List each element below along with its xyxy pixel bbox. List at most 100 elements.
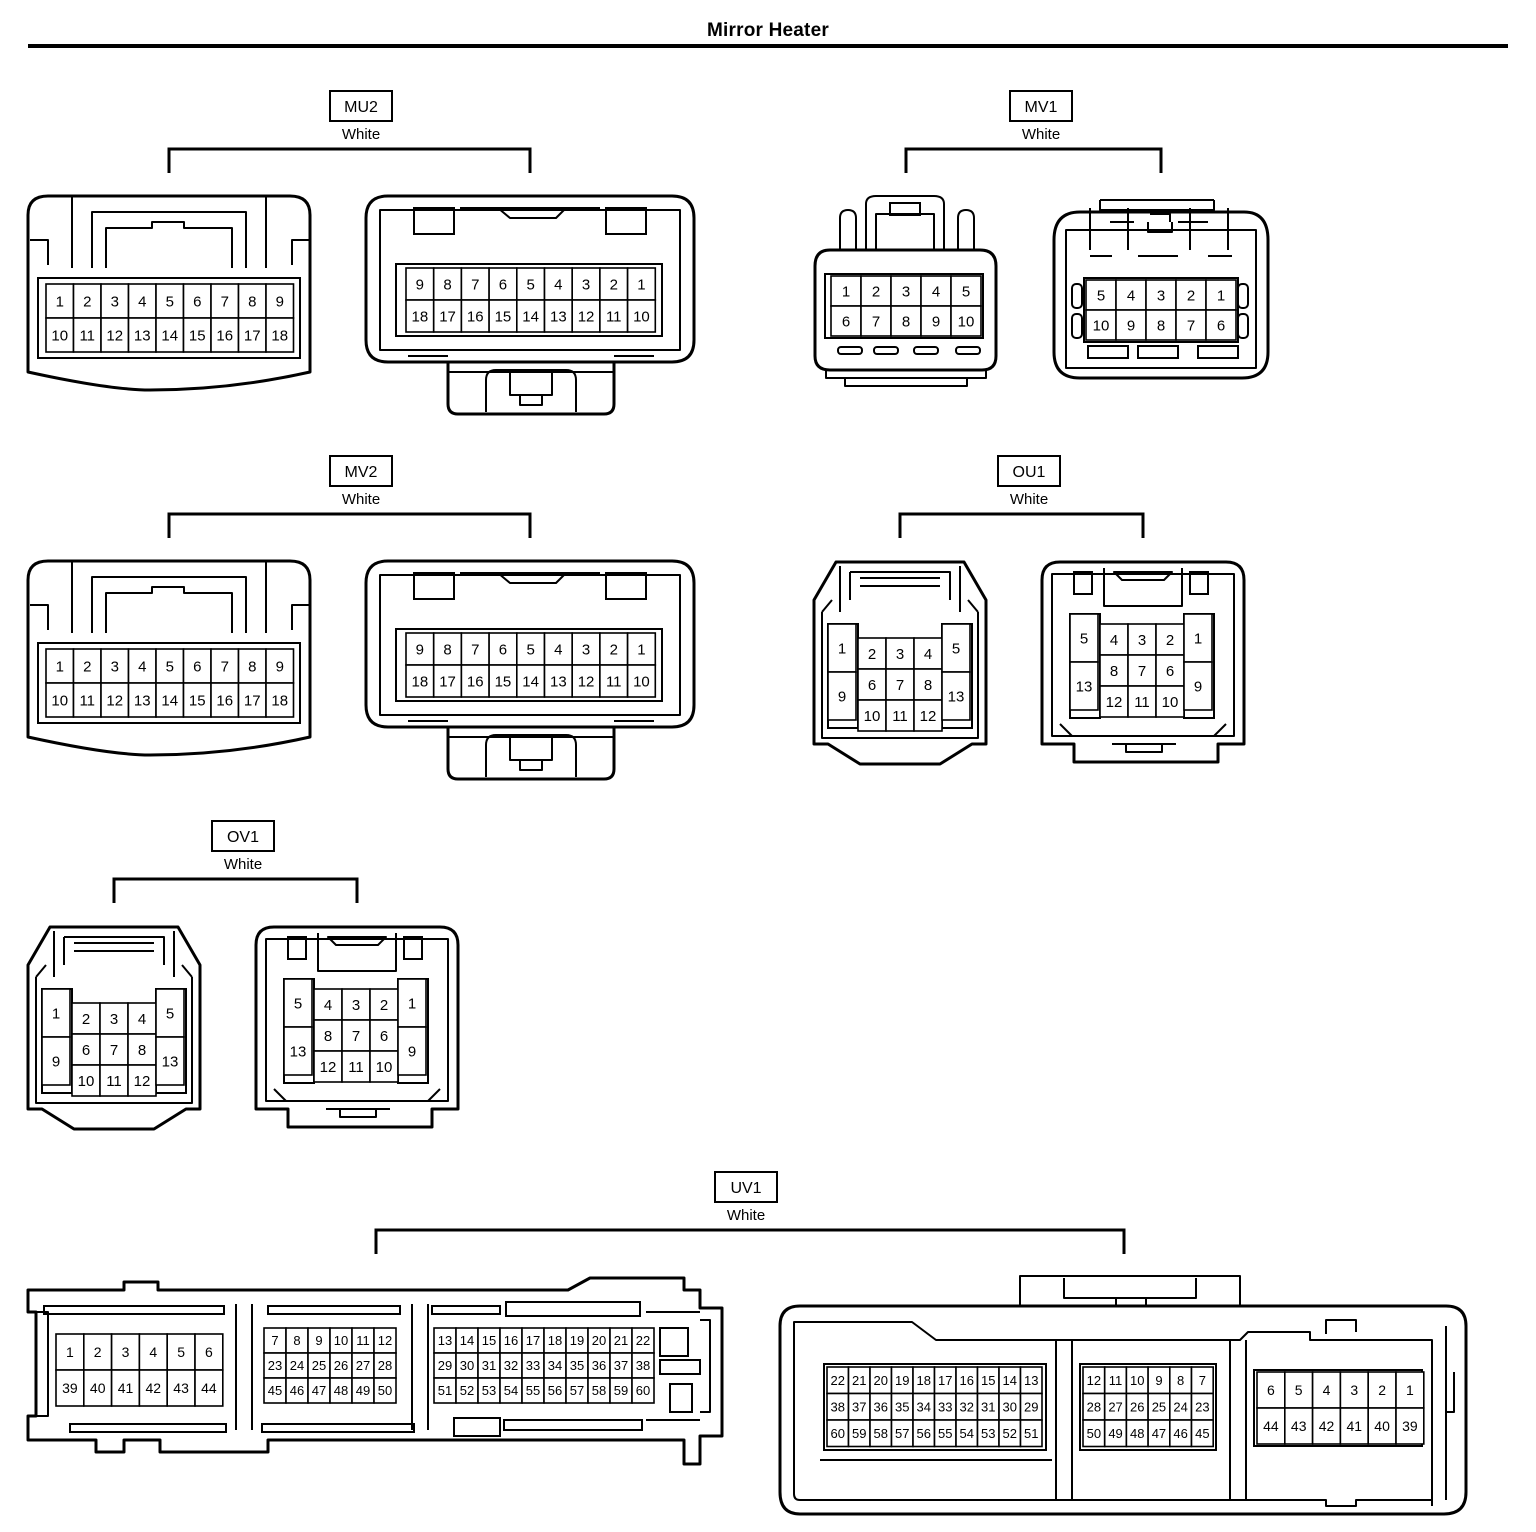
housing-outline	[26, 925, 202, 1131]
pin-number: 10	[864, 708, 881, 725]
housing-outline	[69, 1423, 227, 1433]
pin-number: 2	[872, 283, 880, 300]
pin-number: 50	[378, 1383, 392, 1398]
pin-number: 16	[216, 327, 233, 344]
pin-cell	[41, 1036, 71, 1086]
pin-number: 9	[315, 1333, 322, 1348]
pin-number: 14	[522, 308, 539, 325]
pin-cell	[1115, 309, 1147, 341]
pin-number: 7	[1199, 1373, 1206, 1388]
connector-id: UV1	[730, 1180, 761, 1197]
pin-cell	[1183, 661, 1213, 711]
pin-cell	[1155, 685, 1185, 718]
pin-cell	[155, 317, 185, 353]
pin-number: 10	[633, 308, 650, 325]
pin-number: 18	[271, 327, 288, 344]
pin-number: 5	[526, 276, 534, 293]
pin-cell	[369, 1050, 399, 1083]
pin-number: 21	[614, 1333, 628, 1348]
pin-number: 55	[938, 1426, 952, 1441]
housing-outline	[379, 209, 681, 351]
pin-number: 27	[1108, 1399, 1122, 1414]
pin-number: 50	[1087, 1426, 1101, 1441]
housing-outline	[1079, 1363, 1217, 1451]
latch-slot	[1071, 313, 1083, 339]
pin-number: 10	[958, 313, 975, 330]
pin-number: 14	[522, 673, 539, 690]
pin-cell	[432, 267, 463, 301]
pin-number: 5	[1080, 630, 1088, 647]
pin-number: 16	[216, 692, 233, 709]
pin-number: 48	[334, 1383, 348, 1398]
housing-outline	[413, 572, 455, 600]
pin-cell	[127, 283, 157, 319]
pin-number: 4	[324, 997, 332, 1014]
pin-number: 12	[1087, 1373, 1101, 1388]
pin-number: 12	[578, 308, 595, 325]
housing-outline	[413, 207, 455, 235]
pin-cell	[571, 664, 601, 698]
pin-cell	[127, 1033, 157, 1066]
pin-number: 4	[1110, 632, 1118, 649]
pin-number: 17	[938, 1373, 952, 1388]
pin-number: 38	[831, 1399, 845, 1414]
pin-cell	[1395, 1371, 1425, 1409]
pin-cell	[626, 664, 657, 698]
pin-cell	[913, 699, 943, 732]
housing-outline	[71, 196, 267, 268]
pin-number: 52	[1003, 1426, 1017, 1441]
pin-cell	[99, 1064, 129, 1097]
pin-cell	[397, 978, 427, 1028]
pin-cell	[1339, 1407, 1370, 1445]
pin-number: 35	[570, 1358, 584, 1373]
pin-number: 46	[1173, 1426, 1187, 1441]
pin-number: 11	[1109, 1373, 1123, 1388]
pin-number: 2	[83, 658, 91, 675]
housing-outline	[509, 735, 553, 771]
pin-number: 1	[56, 658, 64, 675]
housing-outline	[43, 1305, 225, 1315]
pin-number: 7	[471, 276, 479, 293]
pin-cell	[1069, 661, 1099, 711]
pin-cell	[950, 305, 982, 337]
pin-number: 2	[1166, 632, 1174, 649]
pin-number: 12	[106, 692, 123, 709]
pin-number: 19	[895, 1373, 909, 1388]
pin-number: 43	[1291, 1418, 1307, 1434]
housing-outline	[821, 612, 979, 739]
pin-cell	[45, 682, 75, 718]
latch-slot	[1087, 345, 1129, 359]
housing-outline	[403, 936, 423, 960]
pin-number: 7	[471, 641, 479, 658]
pin-number: 2	[868, 646, 876, 663]
pin-number: 9	[276, 293, 284, 310]
housing-outline	[1083, 277, 1239, 343]
housing-outline	[889, 202, 921, 216]
pin-number: 3	[111, 658, 119, 675]
pin-cell	[1284, 1407, 1314, 1445]
pin-number: 9	[416, 276, 424, 293]
pin-number: 52	[460, 1383, 474, 1398]
pin-number: 12	[320, 1059, 337, 1076]
pin-number: 7	[221, 293, 229, 310]
pin-cell	[1205, 309, 1237, 341]
housing-outline	[1089, 208, 1229, 250]
pin-number: 42	[1319, 1418, 1335, 1434]
housing-outline	[860, 577, 940, 587]
pin-number: 13	[134, 327, 151, 344]
pair-bracket	[898, 512, 1145, 538]
pin-number: 55	[526, 1383, 540, 1398]
housing-outline	[839, 209, 975, 250]
housing-outline	[825, 370, 987, 387]
pin-number: 41	[118, 1380, 134, 1396]
pin-number: 40	[1374, 1418, 1390, 1434]
pin-number: 8	[138, 1042, 146, 1059]
pin-number: 5	[962, 283, 970, 300]
pin-cell	[405, 632, 435, 666]
pin-cell	[194, 1369, 224, 1407]
connector-color: White	[727, 1207, 765, 1224]
pin-number: 15	[981, 1373, 995, 1388]
pin-number: 8	[902, 313, 910, 330]
pin-number: 9	[276, 658, 284, 675]
